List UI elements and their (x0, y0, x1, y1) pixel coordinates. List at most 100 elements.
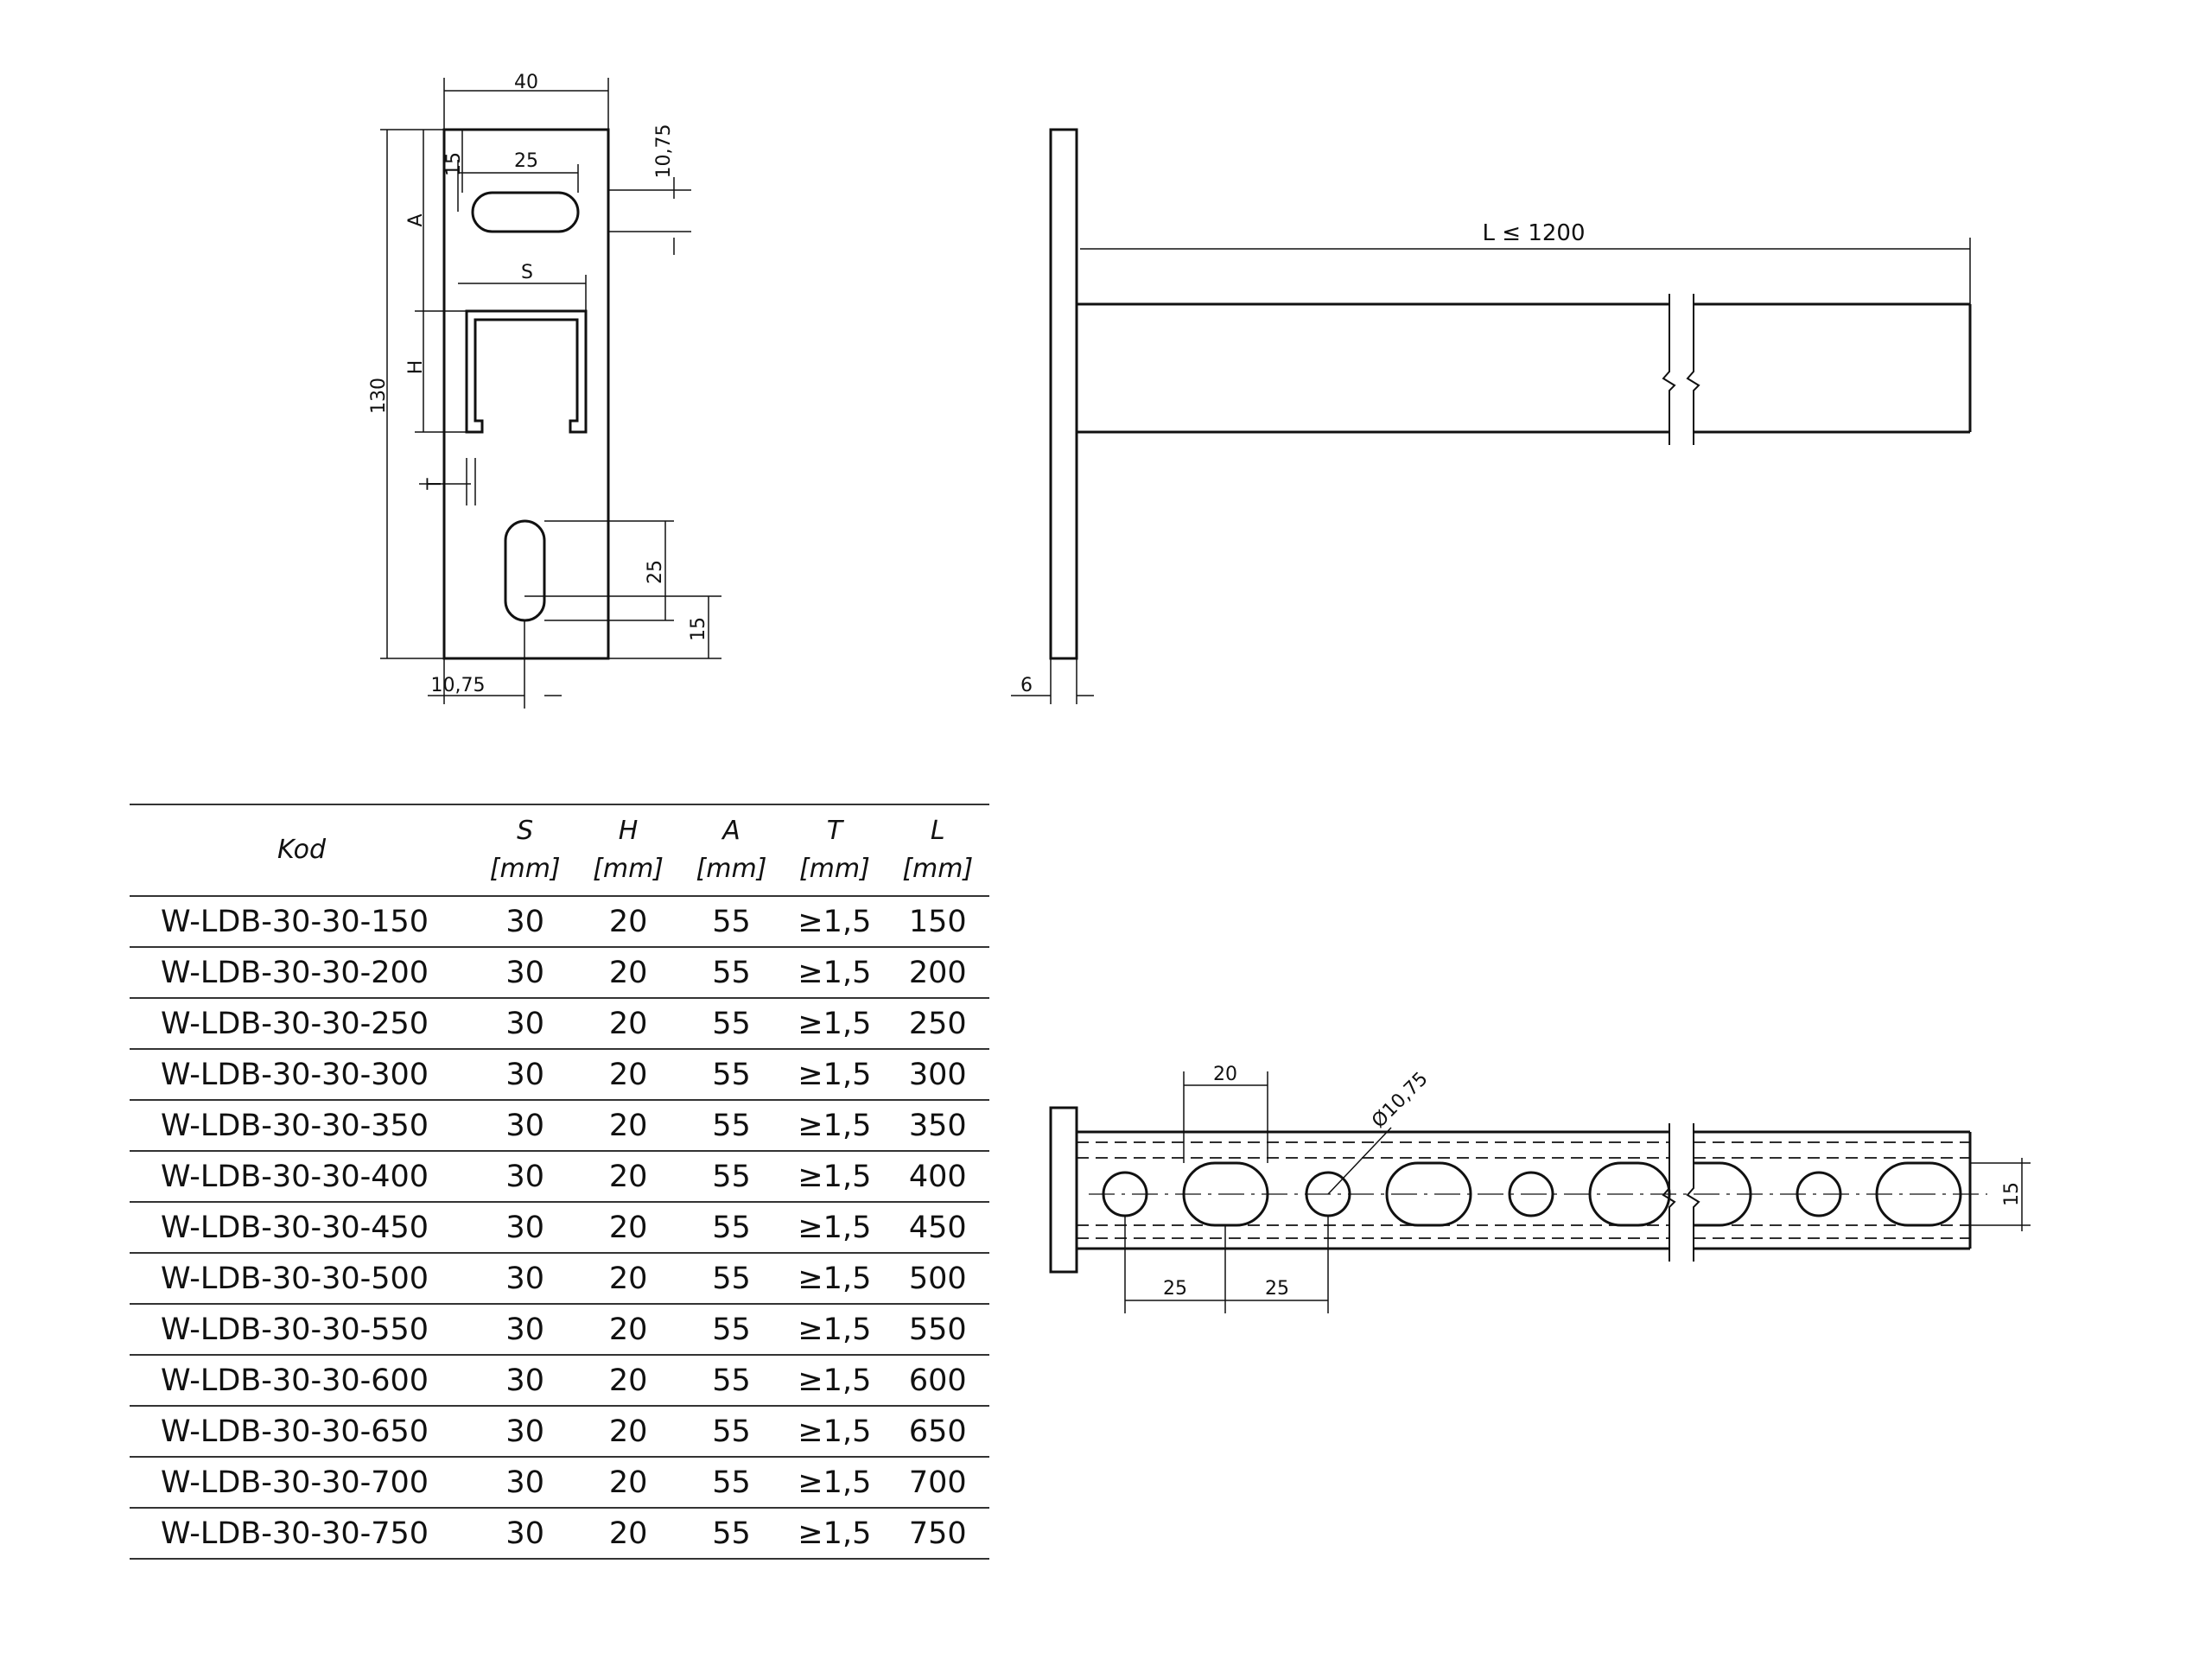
table-cell: ≥1,5 (783, 1151, 887, 1203)
table-cell: 30 (474, 896, 577, 948)
table-cell: ≥1,5 (783, 1202, 887, 1254)
product-code-cell: W-LDB-30-30-300 (130, 1049, 474, 1101)
table-cell: 30 (474, 1253, 577, 1305)
mounting-plate-outline (442, 128, 610, 660)
table-cell: 550 (886, 1304, 989, 1356)
product-code-cell: W-LDB-30-30-650 (130, 1406, 474, 1458)
product-code-cell: W-LDB-30-30-400 (130, 1151, 474, 1203)
product-code-cell: W-LDB-30-30-750 (130, 1508, 474, 1560)
table-cell: 350 (886, 1100, 989, 1152)
table-cell: 55 (679, 1049, 784, 1101)
header-label: Kod (276, 835, 326, 865)
table-cell: 750 (886, 1508, 989, 1560)
arm-width-label: 15 (2001, 1182, 2023, 1206)
product-code-cell: W-LDB-30-30-250 (130, 998, 474, 1050)
slot-length-label: 20 (1213, 1064, 1237, 1085)
table-cell: 20 (576, 1355, 680, 1407)
table-cell: 20 (576, 896, 680, 948)
table-cell: 30 (474, 1151, 577, 1203)
table-cell: 30 (474, 1457, 577, 1509)
table-cell: 30 (474, 1100, 577, 1152)
header-a: A[mm] (679, 804, 784, 897)
header-label: H (618, 816, 639, 846)
side-view-labels: L ≤ 1200 6 (1020, 220, 1585, 696)
table-cell: 20 (576, 1304, 680, 1356)
table-header-row: Kod S[mm] H[mm] A[mm] T[mm] L[mm] (130, 804, 989, 897)
table-cell: 30 (474, 1406, 577, 1458)
height-dimension-label: 130 (368, 378, 390, 414)
table-cell: 20 (576, 947, 680, 999)
product-code-cell: W-LDB-30-30-600 (130, 1355, 474, 1407)
header-unit: [mm] (798, 854, 870, 884)
table-cell: 55 (679, 1406, 784, 1458)
table-cell: ≥1,5 (783, 1304, 887, 1356)
table-cell: 30 (474, 947, 577, 999)
top-edge-label: 10,75 (653, 124, 675, 179)
table-cell: 20 (576, 1202, 680, 1254)
header-l: L[mm] (886, 804, 989, 897)
lower-slot (504, 519, 546, 622)
table-cell: 20 (576, 1049, 680, 1101)
channel-profile (465, 309, 588, 434)
table-cell: ≥1,5 (783, 1049, 887, 1101)
table-cell: 250 (886, 998, 989, 1050)
side-view (1011, 128, 1972, 704)
product-code-cell: W-LDB-30-30-200 (130, 947, 474, 999)
table-cell: 150 (886, 896, 989, 948)
front-view (380, 78, 721, 709)
product-code-cell: W-LDB-30-30-550 (130, 1304, 474, 1356)
specification-table: Kod S[mm] H[mm] A[mm] T[mm] L[mm] W-LDB-… (130, 804, 989, 1560)
table-cell: 55 (679, 1100, 784, 1152)
table-cell: 55 (679, 998, 784, 1050)
left-edge-label: 10,75 (431, 675, 486, 696)
table-cell: 20 (576, 1508, 680, 1560)
table-cell: ≥1,5 (783, 1100, 887, 1152)
table-cell: 55 (679, 1202, 784, 1254)
table-cell: 700 (886, 1457, 989, 1509)
s-dimension-label: S (521, 262, 533, 283)
header-unit: [mm] (696, 854, 767, 884)
length-dimension-label: L ≤ 1200 (1483, 220, 1586, 246)
top-view (1049, 1071, 2031, 1313)
table-cell: 55 (679, 1253, 784, 1305)
header-t: T[mm] (783, 804, 887, 897)
table-cell: 20 (576, 1457, 680, 1509)
pitch-label-1: 25 (1163, 1278, 1187, 1300)
table-cell: 20 (576, 1151, 680, 1203)
table-cell: ≥1,5 (783, 1355, 887, 1407)
table-cell: 20 (576, 1406, 680, 1458)
table-cell: ≥1,5 (783, 1406, 887, 1458)
table-cell: 55 (679, 1304, 784, 1356)
header-h: H[mm] (576, 804, 680, 897)
table-cell: 30 (474, 1049, 577, 1101)
side-plate (1049, 128, 1078, 660)
table-cell: ≥1,5 (783, 947, 887, 999)
t-dimension-label: T (424, 478, 446, 491)
table-cell: 55 (679, 1151, 784, 1203)
table-cell: 20 (576, 1100, 680, 1152)
table-cell: 55 (679, 1355, 784, 1407)
product-code-cell: W-LDB-30-30-700 (130, 1457, 474, 1509)
table-cell: ≥1,5 (783, 896, 887, 948)
table-cell: 30 (474, 998, 577, 1050)
table-cell: ≥1,5 (783, 998, 887, 1050)
table-cell: 300 (886, 1049, 989, 1101)
table-cell: 450 (886, 1202, 989, 1254)
pitch-label-2: 25 (1265, 1278, 1289, 1300)
table-cell: 30 (474, 1508, 577, 1560)
top-offset-label: 15 (443, 152, 465, 176)
hole-diameter-label: Ø10,75 (1368, 1068, 1432, 1132)
